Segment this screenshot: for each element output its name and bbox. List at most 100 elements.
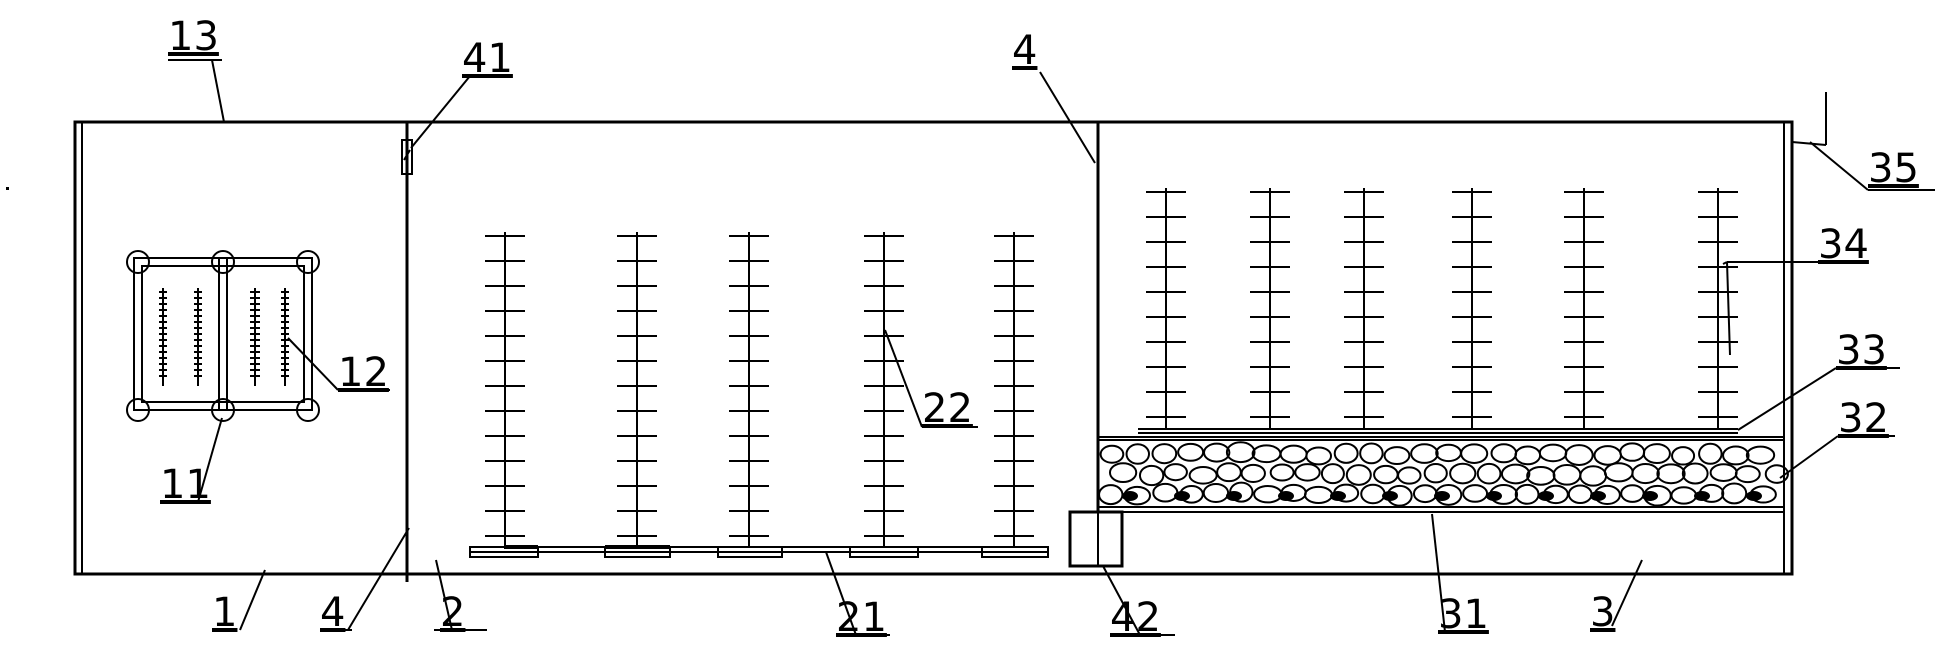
media-bed bbox=[1097, 436, 1785, 508]
tank2-brush-3 bbox=[729, 232, 769, 547]
gravel-pebble bbox=[1373, 464, 1399, 485]
frame-node-5 bbox=[211, 398, 235, 422]
label-21: 21 bbox=[836, 595, 887, 641]
gravel-pebble bbox=[1764, 464, 1789, 484]
gravel-pebble bbox=[1203, 442, 1231, 463]
gravel-pebble bbox=[1538, 443, 1568, 463]
tank3-brush-5 bbox=[1564, 188, 1604, 429]
gravel-pebble bbox=[1476, 462, 1502, 485]
tank3-brush-2 bbox=[1250, 188, 1290, 429]
valve-box-42 bbox=[1068, 510, 1124, 568]
diffuser-cap-1 bbox=[504, 545, 538, 549]
tank2-brush-1 bbox=[485, 232, 525, 547]
label-33: 33 bbox=[1836, 328, 1887, 374]
gravel-pebble bbox=[1397, 466, 1422, 485]
gravel-pebble bbox=[1709, 463, 1738, 482]
leader-lines bbox=[160, 59, 1935, 636]
gravel-pebble bbox=[1514, 483, 1540, 505]
gravel-pebble bbox=[1734, 465, 1761, 484]
gravel-pebble bbox=[1552, 463, 1582, 486]
gravel-dark bbox=[1278, 491, 1294, 501]
gravel-dark bbox=[1434, 491, 1450, 501]
frame-node-4 bbox=[126, 398, 150, 422]
label-31: 31 bbox=[1438, 592, 1489, 638]
gravel-pebble bbox=[1579, 465, 1608, 487]
gravel-pebble bbox=[1500, 463, 1531, 485]
label-1: 1 bbox=[212, 590, 237, 636]
gravel-pebble bbox=[1098, 484, 1124, 506]
gravel-pebble bbox=[1567, 484, 1593, 505]
gravel-pebble bbox=[1462, 484, 1489, 503]
gravel-pebble bbox=[1202, 482, 1230, 504]
label-4-top: 4 bbox=[1012, 28, 1037, 74]
gravel-pebble bbox=[1099, 444, 1125, 464]
gravel-pebble bbox=[1514, 445, 1542, 466]
gravel-pebble bbox=[1303, 485, 1334, 504]
gravel-pebble bbox=[1305, 446, 1333, 466]
gravel-pebble bbox=[1177, 442, 1205, 462]
partition-right bbox=[1068, 122, 1124, 568]
tank2-brush-5 bbox=[994, 232, 1034, 547]
gravel-pebble bbox=[1631, 463, 1660, 485]
gravel-pebble bbox=[1620, 484, 1645, 503]
label-22: 22 bbox=[922, 386, 973, 432]
tank-2-internals bbox=[469, 232, 1049, 558]
gravel-pebble bbox=[1745, 445, 1776, 465]
tank3-brush-3 bbox=[1344, 188, 1384, 429]
gravel-pebble bbox=[1603, 462, 1634, 483]
gravel-pebble bbox=[1721, 482, 1748, 505]
tank3-brush-1 bbox=[1146, 188, 1186, 429]
gravel-pebble bbox=[1359, 442, 1384, 465]
gravel-pebble bbox=[1251, 444, 1282, 464]
gravel-pebble bbox=[1163, 463, 1188, 482]
partition-left bbox=[401, 122, 413, 582]
frame-node-1 bbox=[126, 250, 150, 274]
gravel-pebble bbox=[1681, 462, 1709, 485]
gravel-dark bbox=[1590, 491, 1606, 501]
gravel-pebble bbox=[1151, 443, 1178, 465]
tank2-brush-4 bbox=[864, 232, 904, 547]
tank2-brush-2 bbox=[617, 232, 657, 547]
frame-node-6 bbox=[296, 398, 320, 422]
frame-brush-3 bbox=[250, 288, 260, 386]
gravel-pebble bbox=[1526, 466, 1556, 486]
gravel-pebble bbox=[1333, 442, 1359, 464]
gravel-dark bbox=[1382, 491, 1398, 501]
gravel-pebble bbox=[1412, 484, 1438, 504]
gravel-pebble bbox=[1360, 483, 1386, 505]
gravel-dark bbox=[1746, 491, 1762, 501]
gravel-dark bbox=[1122, 491, 1138, 501]
gravel-dark bbox=[1486, 491, 1502, 501]
gravel-pebble bbox=[1108, 462, 1138, 484]
gravel-pebble bbox=[1216, 462, 1242, 483]
gravel-pebble bbox=[1423, 463, 1448, 484]
gravel-dark bbox=[1694, 491, 1710, 501]
label-11: 11 bbox=[160, 462, 211, 508]
gravel-pebble bbox=[1449, 462, 1477, 485]
gravel-pebble bbox=[1619, 442, 1646, 462]
gravel-dark bbox=[1330, 491, 1346, 501]
label-13: 13 bbox=[168, 14, 219, 60]
gravel-dark bbox=[1642, 491, 1658, 501]
label-2: 2 bbox=[440, 590, 465, 636]
gravel-pebble bbox=[1188, 466, 1218, 485]
label-34: 34 bbox=[1818, 222, 1869, 268]
label-4-bottom: 4 bbox=[320, 590, 345, 636]
gravel-pebble bbox=[1320, 463, 1345, 485]
gravel-pebble bbox=[1225, 441, 1256, 464]
gravel-pebble bbox=[1490, 443, 1518, 464]
gravel-pebble bbox=[1294, 463, 1321, 482]
gravel-pebble bbox=[1435, 443, 1462, 463]
label-32: 32 bbox=[1838, 396, 1889, 442]
gravel-pebble bbox=[1383, 446, 1411, 466]
gravel-pebble bbox=[1240, 463, 1266, 484]
gravel-dark bbox=[1226, 491, 1242, 501]
gravel-dark bbox=[1174, 491, 1190, 501]
gravel-pebble bbox=[1410, 443, 1439, 464]
frame-brush-4 bbox=[281, 288, 289, 386]
gravel-pebble bbox=[1564, 444, 1594, 467]
label-3: 3 bbox=[1590, 590, 1615, 636]
gravel-pebble bbox=[1671, 446, 1696, 466]
gravel-pebble bbox=[1656, 463, 1686, 485]
